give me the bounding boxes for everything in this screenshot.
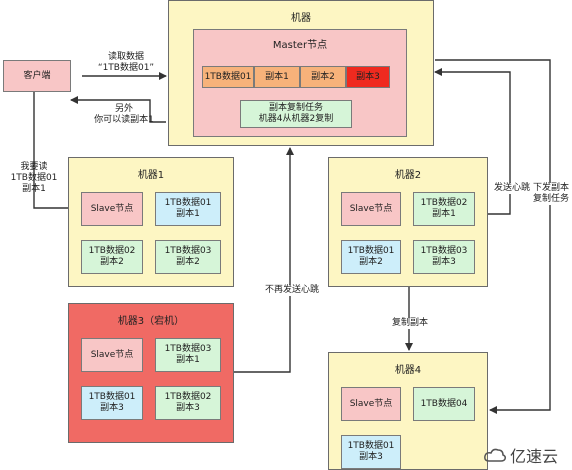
master-block-replica3: 副本3 [346,66,390,88]
master-block-replica1: 副本1 [254,66,300,88]
machine1-data03-replica2: 1TB数据03 副本2 [155,240,221,274]
machine2-data03-replica3: 1TB数据03 副本3 [413,240,475,274]
read-request-label: 读取数据 “1TB数据01” [97,52,155,73]
machine3-data02-replica3: 1TB数据02 副本3 [155,386,221,420]
machine1-data01-replica1: 1TB数据01 副本1 [155,192,221,226]
master-block-replica2: 副本2 [300,66,346,88]
client-node: 客户端 [3,60,71,92]
machine3-slave-node: Slave节点 [81,338,143,372]
master-machine-title: 机器 [291,13,311,24]
master-node: Master节点 1TB数据01 副本1 副本2 副本3 副本复制任务 机器4从… [193,29,407,137]
machine1-title: 机器1 [137,170,165,181]
machine3-title: 机器3（宕机） [117,316,185,327]
machine4-data04: 1TB数据04 [413,387,475,421]
machine2: 机器2 Slave节点 1TB数据02 副本1 1TB数据01 副本2 1TB数… [328,157,488,287]
machine1-slave-node: Slave节点 [81,192,143,226]
heartbeat-label: 发送心跳 [490,183,534,194]
dispatch-label: 下发副本 复制任务 [530,183,572,205]
machine4: 机器4 Slave节点 1TB数据04 1TB数据01 副本3 [328,352,488,470]
replication-task: 副本复制任务 机器4从机器2复制 [240,100,352,128]
machine3-data01-replica3: 1TB数据01 副本3 [81,386,143,420]
master-node-title: Master节点 [272,40,328,51]
machine2-title: 机器2 [394,170,422,181]
machine2-slave-node: Slave节点 [341,192,401,226]
client-label: 客户端 [23,70,51,81]
copy-label: 复制副本 [384,318,436,329]
master-block-data01: 1TB数据01 [202,66,254,88]
machine3-down: 机器3（宕机） Slave节点 1TB数据03 副本1 1TB数据01 副本3 … [68,303,234,443]
no-heartbeat-arrow [232,147,294,373]
machine1-data02-replica2: 1TB数据02 副本2 [81,240,143,274]
cloud-logo-icon [484,448,506,462]
machine4-title: 机器4 [394,365,422,376]
watermark: 亿速云 [484,444,570,466]
read-replica-arrow [33,92,79,212]
reply-label: 另外 你可以读副本1 [94,104,154,125]
machine4-slave-node: Slave节点 [341,387,401,421]
watermark-text: 亿速云 [510,447,559,466]
machine1: 机器1 Slave节点 1TB数据01 副本1 1TB数据02 副本2 1TB数… [68,157,234,287]
machine3-data03-replica1: 1TB数据03 副本1 [155,338,221,372]
master-machine: 机器 Master节点 1TB数据01 副本1 副本2 副本3 副本复制任务 机… [168,0,434,146]
no-heartbeat-label: 不再发送心跳 [256,285,328,296]
want-read-label: 我要读 1TB数据01 副本1 [10,162,58,194]
machine2-data02-replica1: 1TB数据02 副本1 [413,192,475,226]
machine4-data01-replica3: 1TB数据01 副本3 [341,435,401,469]
machine2-data01-replica2: 1TB数据01 副本2 [341,240,401,274]
heartbeat-arrow [434,68,511,215]
dispatch-arrow [435,59,551,414]
reply-arrow [70,96,166,123]
